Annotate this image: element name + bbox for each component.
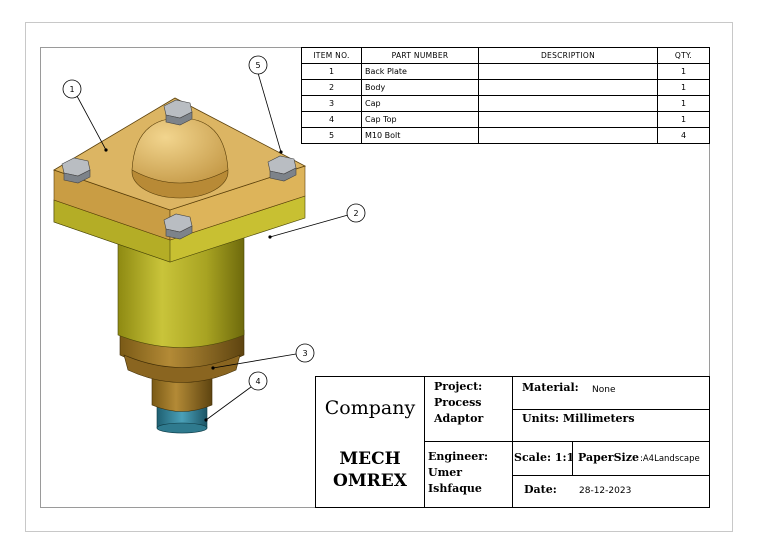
date-value: 28-12-2023 bbox=[579, 486, 632, 496]
balloon-1: 1 bbox=[62, 79, 82, 99]
paper-size-value: :A4Landscape bbox=[640, 454, 700, 464]
project-name-line1: Process bbox=[434, 396, 482, 409]
balloon-leaders bbox=[76, 72, 349, 421]
cap-top-part bbox=[156, 404, 208, 434]
material-label: Material: bbox=[522, 381, 579, 394]
balloon-4-label: 4 bbox=[255, 377, 260, 386]
date-label: Date: bbox=[524, 483, 557, 496]
bom-cell-description bbox=[478, 63, 658, 80]
bom-cell-part: Back Plate bbox=[361, 63, 479, 80]
bom-cell-description bbox=[478, 79, 658, 96]
bom-header-description: DESCRIPTION bbox=[478, 47, 658, 64]
company-logo-line2: OMREX bbox=[333, 471, 407, 491]
bom-cell-part: Cap Top bbox=[361, 111, 479, 128]
bom-cell-item: 1 bbox=[301, 63, 362, 80]
bom-cell-part: Cap bbox=[361, 95, 479, 112]
company-name: Company bbox=[324, 397, 416, 419]
bolt-hex-4 bbox=[163, 213, 193, 240]
bom-cell-qty: 1 bbox=[657, 111, 710, 128]
bom-cell-description bbox=[478, 95, 658, 112]
bom-cell-qty: 1 bbox=[657, 95, 710, 112]
back-plate-part bbox=[53, 97, 307, 263]
sheet-outer-border bbox=[25, 22, 733, 532]
engineer-name-line2: Ishfaque bbox=[428, 482, 482, 495]
bom-cell-qty: 1 bbox=[657, 79, 710, 96]
bolt-hex-1 bbox=[163, 99, 193, 126]
balloon-3: 3 bbox=[295, 343, 315, 363]
engineer-label: Engineer: bbox=[428, 450, 489, 463]
bom-header-qty: QTY. bbox=[657, 47, 710, 64]
bom-cell-item: 2 bbox=[301, 79, 362, 96]
bom-header-row: ITEM NO. PART NUMBER DESCRIPTION QTY. bbox=[301, 47, 710, 64]
bom-cell-description bbox=[478, 111, 658, 128]
bom-cell-qty: 4 bbox=[657, 127, 710, 144]
leader-dots bbox=[104, 148, 283, 422]
project-name-line2: Adaptor bbox=[434, 412, 484, 425]
bom-row: 3 Cap 1 bbox=[301, 95, 710, 112]
bom-cell-item: 4 bbox=[301, 111, 362, 128]
bom-cell-item: 5 bbox=[301, 127, 362, 144]
bom-cell-part: M10 Bolt bbox=[361, 127, 479, 144]
bom-table: ITEM NO. PART NUMBER DESCRIPTION QTY. 1 … bbox=[301, 47, 710, 144]
bom-row: 4 Cap Top 1 bbox=[301, 111, 710, 128]
body-part bbox=[117, 231, 245, 348]
bom-cell-item: 3 bbox=[301, 95, 362, 112]
title-block: Company MECH OMREX Project: Process Adap… bbox=[315, 376, 710, 508]
bom-cell-description bbox=[478, 127, 658, 144]
bolt-hex-2 bbox=[61, 157, 91, 184]
balloon-3-label: 3 bbox=[302, 349, 307, 358]
bom-row: 5 M10 Bolt 4 bbox=[301, 127, 710, 144]
paper-size-label: PaperSize bbox=[578, 451, 639, 464]
bom-cell-qty: 1 bbox=[657, 63, 710, 80]
bolt-hex-3 bbox=[267, 155, 297, 182]
bom-header-item: ITEM NO. bbox=[301, 47, 362, 64]
balloon-2: 2 bbox=[346, 203, 366, 223]
engineer-name-line1: Umer bbox=[428, 466, 463, 479]
bom-cell-part: Body bbox=[361, 79, 479, 96]
balloon-5: 5 bbox=[248, 55, 268, 75]
bom-row: 2 Body 1 bbox=[301, 79, 710, 96]
balloon-2-label: 2 bbox=[353, 209, 358, 218]
company-logo-line1: MECH bbox=[339, 449, 401, 469]
bom-header-part: PART NUMBER bbox=[361, 47, 479, 64]
units-text: Units: Millimeters bbox=[522, 412, 635, 425]
balloon-4: 4 bbox=[248, 371, 268, 391]
bom-row: 1 Back Plate 1 bbox=[301, 63, 710, 80]
project-label: Project: bbox=[434, 380, 483, 393]
scale-text: Scale: 1:1 bbox=[514, 451, 575, 464]
balloon-5-label: 5 bbox=[255, 61, 260, 70]
balloon-1-label: 1 bbox=[69, 85, 74, 94]
material-value: None bbox=[592, 385, 616, 395]
